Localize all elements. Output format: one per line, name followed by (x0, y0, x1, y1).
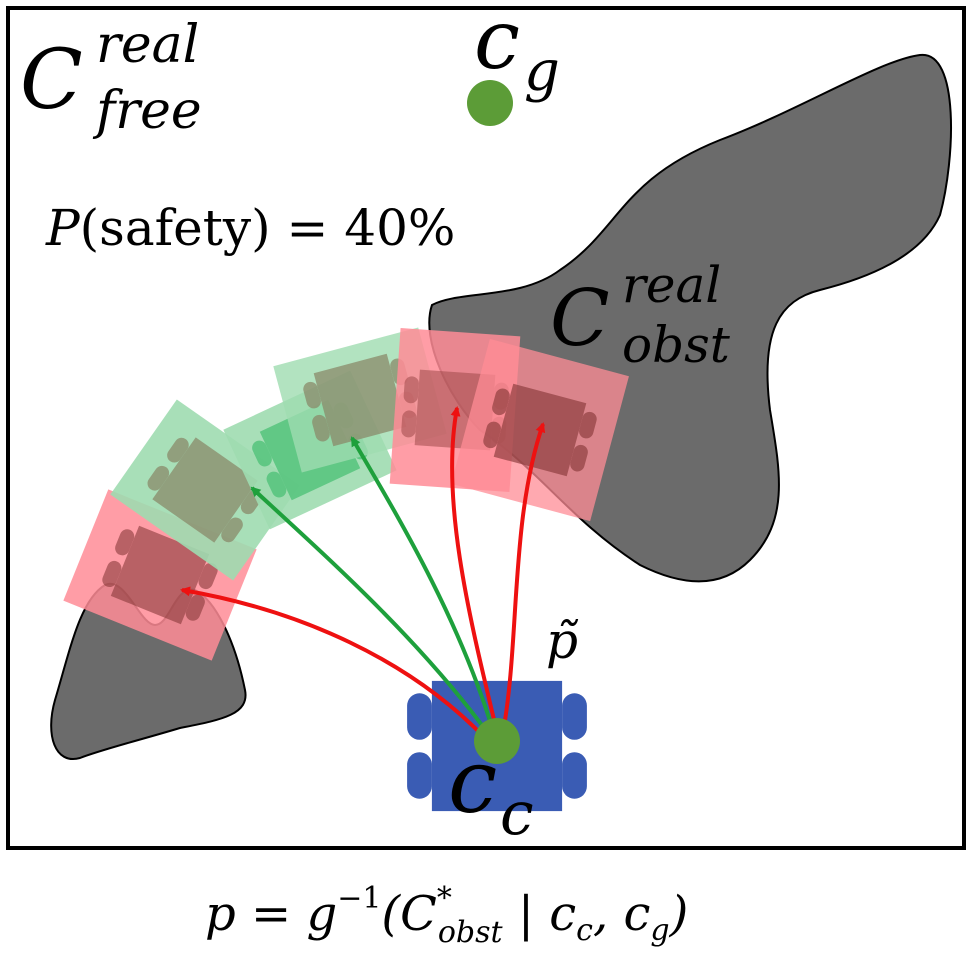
obstacle-label: C (550, 274, 610, 364)
goal-label: c (474, 0, 520, 88)
free-space-sub: free (92, 81, 202, 141)
path-unsafe-3 (450, 406, 499, 733)
goal-sub: g (524, 39, 560, 104)
goal-config-dot (467, 80, 513, 126)
current-config-sub: c (500, 779, 534, 849)
path-unsafe-4 (501, 422, 546, 733)
path-safe-1 (250, 486, 492, 738)
path-unsafe-left (180, 586, 487, 740)
free-space-sup: real (96, 15, 199, 75)
current-config-dot (474, 718, 520, 764)
obstacle-sup: real (622, 256, 721, 314)
obstacle-sub: obst (622, 316, 731, 374)
path-safe-2 (350, 436, 496, 735)
safety-probability: P(safety) = 40% (45, 199, 455, 257)
proposal-label: p̃ (546, 612, 579, 670)
current-config-label: c (448, 730, 497, 833)
free-space-label: C (20, 33, 83, 128)
sample-pose-safe-1 (110, 399, 300, 581)
formula: p = g−1(C*obst | cc, cg) (205, 881, 688, 950)
